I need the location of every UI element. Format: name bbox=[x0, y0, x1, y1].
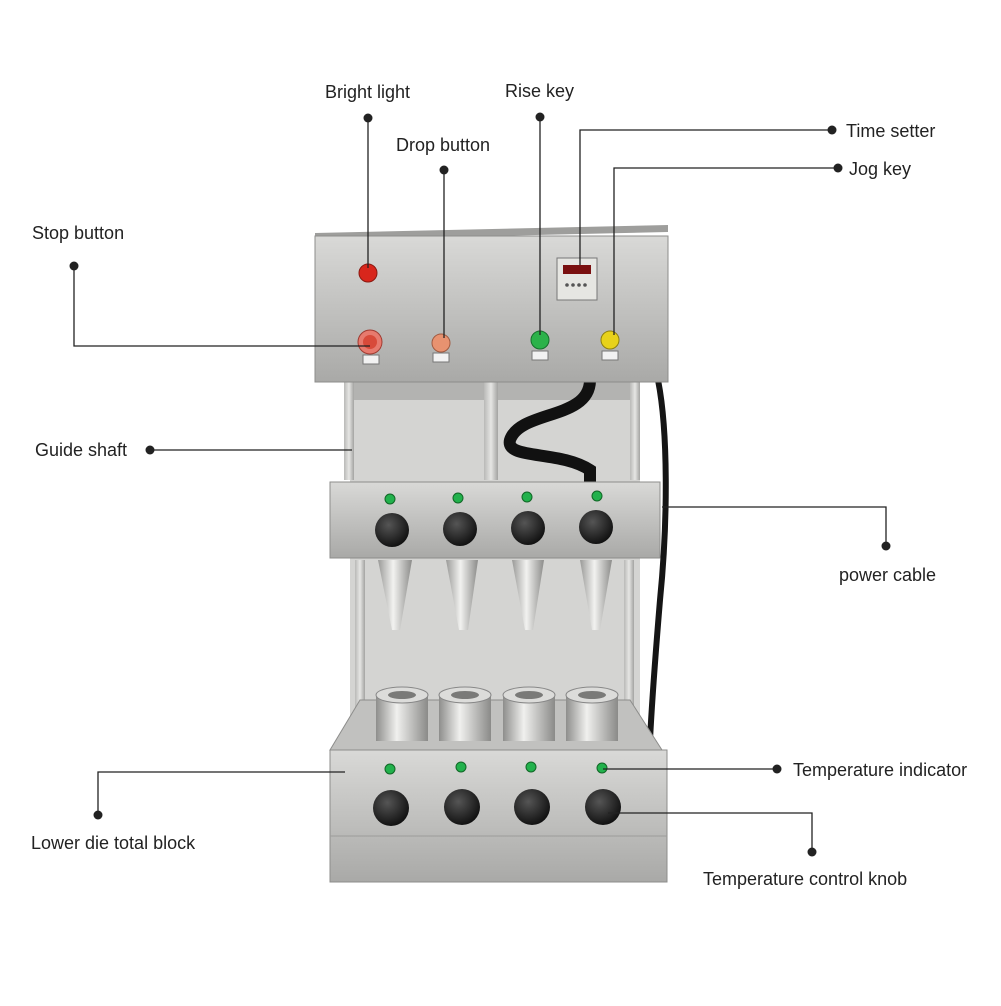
leader-dot bbox=[69, 261, 79, 271]
leader-dot bbox=[772, 764, 782, 774]
temperature-control-knob bbox=[443, 512, 477, 546]
temperature-control-knob bbox=[511, 511, 545, 545]
time-setter-key bbox=[565, 283, 569, 287]
lower-knobs bbox=[373, 789, 621, 826]
label-lower-die-total-block: Lower die total block bbox=[31, 833, 196, 853]
label-power-cable: power cable bbox=[839, 565, 937, 585]
time-setter-device bbox=[556, 257, 598, 301]
leader-lines bbox=[73, 117, 887, 852]
leader-dot bbox=[881, 541, 891, 551]
guide-shaft-left bbox=[344, 380, 354, 480]
lower-cups bbox=[375, 686, 619, 741]
temperature-control-knob bbox=[373, 790, 409, 826]
drop-button-tag bbox=[432, 352, 450, 363]
temperature-control-knob bbox=[585, 789, 621, 825]
temperature-indicator bbox=[525, 761, 537, 773]
leader-line-power-cable bbox=[662, 506, 887, 546]
temperature-control-knob bbox=[375, 513, 409, 547]
temperature-indicator bbox=[521, 491, 533, 503]
label-temperature-indicator: Temperature indicator bbox=[793, 760, 968, 780]
cone-molds bbox=[378, 560, 612, 630]
middle-indicators bbox=[384, 490, 603, 505]
lower-indicators bbox=[384, 761, 608, 775]
label-time-setter: Time setter bbox=[846, 121, 936, 141]
guide-shaft-right-lower bbox=[624, 560, 634, 720]
temperature-control-knob bbox=[444, 789, 480, 825]
time-setter-screen bbox=[563, 265, 591, 274]
jog-key bbox=[600, 330, 620, 350]
label-temperature-control-knob: Temperature control knob bbox=[703, 869, 908, 889]
time-setter-key bbox=[571, 283, 575, 287]
guide-shaft-right bbox=[630, 380, 640, 480]
temperature-control-knob bbox=[579, 510, 613, 544]
temperature-indicator bbox=[591, 490, 603, 502]
middle-knobs bbox=[375, 510, 613, 547]
leader-dot bbox=[93, 810, 103, 820]
leader-dot bbox=[145, 445, 155, 455]
leader-dots bbox=[69, 112, 891, 857]
label-guide-shaft: Guide shaft bbox=[35, 440, 128, 460]
cone-mold bbox=[378, 560, 412, 630]
leader-dot bbox=[833, 163, 843, 173]
guide-shaft-left-lower bbox=[355, 560, 365, 720]
temperature-indicator bbox=[452, 492, 464, 504]
cone-mold bbox=[512, 560, 544, 630]
lower-cup-hole bbox=[451, 691, 479, 699]
stop-button-tag bbox=[362, 354, 380, 365]
label-jog-key: Jog key bbox=[849, 159, 912, 179]
stop-button-cap bbox=[363, 335, 377, 349]
temperature-indicator bbox=[455, 761, 467, 773]
leader-line-lower-die-block bbox=[97, 771, 345, 815]
drop-button bbox=[431, 333, 451, 353]
cone-mold bbox=[580, 560, 612, 630]
guide-shaft-center bbox=[484, 380, 498, 480]
leader-dot bbox=[827, 125, 837, 135]
label-stop-button: Stop button bbox=[32, 223, 125, 243]
leader-line-time-setter bbox=[579, 129, 832, 265]
lower-cup-hole bbox=[388, 691, 416, 699]
jog-key-tag bbox=[601, 350, 619, 361]
black-hose bbox=[503, 374, 596, 491]
leader-dot bbox=[535, 112, 545, 122]
rise-key-tag bbox=[531, 350, 549, 361]
temperature-indicator bbox=[596, 762, 608, 774]
leader-dot bbox=[439, 165, 449, 175]
lower-cup-hole bbox=[578, 691, 606, 699]
label-bright-light: Bright light bbox=[325, 82, 411, 102]
label-rise-key: Rise key bbox=[505, 81, 575, 101]
leader-line-stop-button bbox=[73, 266, 370, 347]
power-cable bbox=[647, 379, 669, 741]
lower-cup-hole bbox=[515, 691, 543, 699]
time-setter-key bbox=[577, 283, 581, 287]
label-drop-button: Drop button bbox=[396, 135, 491, 155]
cone-mold bbox=[446, 560, 478, 630]
temperature-control-knob bbox=[514, 789, 550, 825]
leader-line-temperature-knob bbox=[608, 812, 813, 852]
leader-dot bbox=[363, 113, 373, 123]
temperature-indicator bbox=[384, 493, 396, 505]
leader-line-jog-key bbox=[613, 167, 838, 335]
temperature-indicator bbox=[384, 763, 396, 775]
time-setter-key bbox=[583, 283, 587, 287]
leader-dot bbox=[807, 847, 817, 857]
